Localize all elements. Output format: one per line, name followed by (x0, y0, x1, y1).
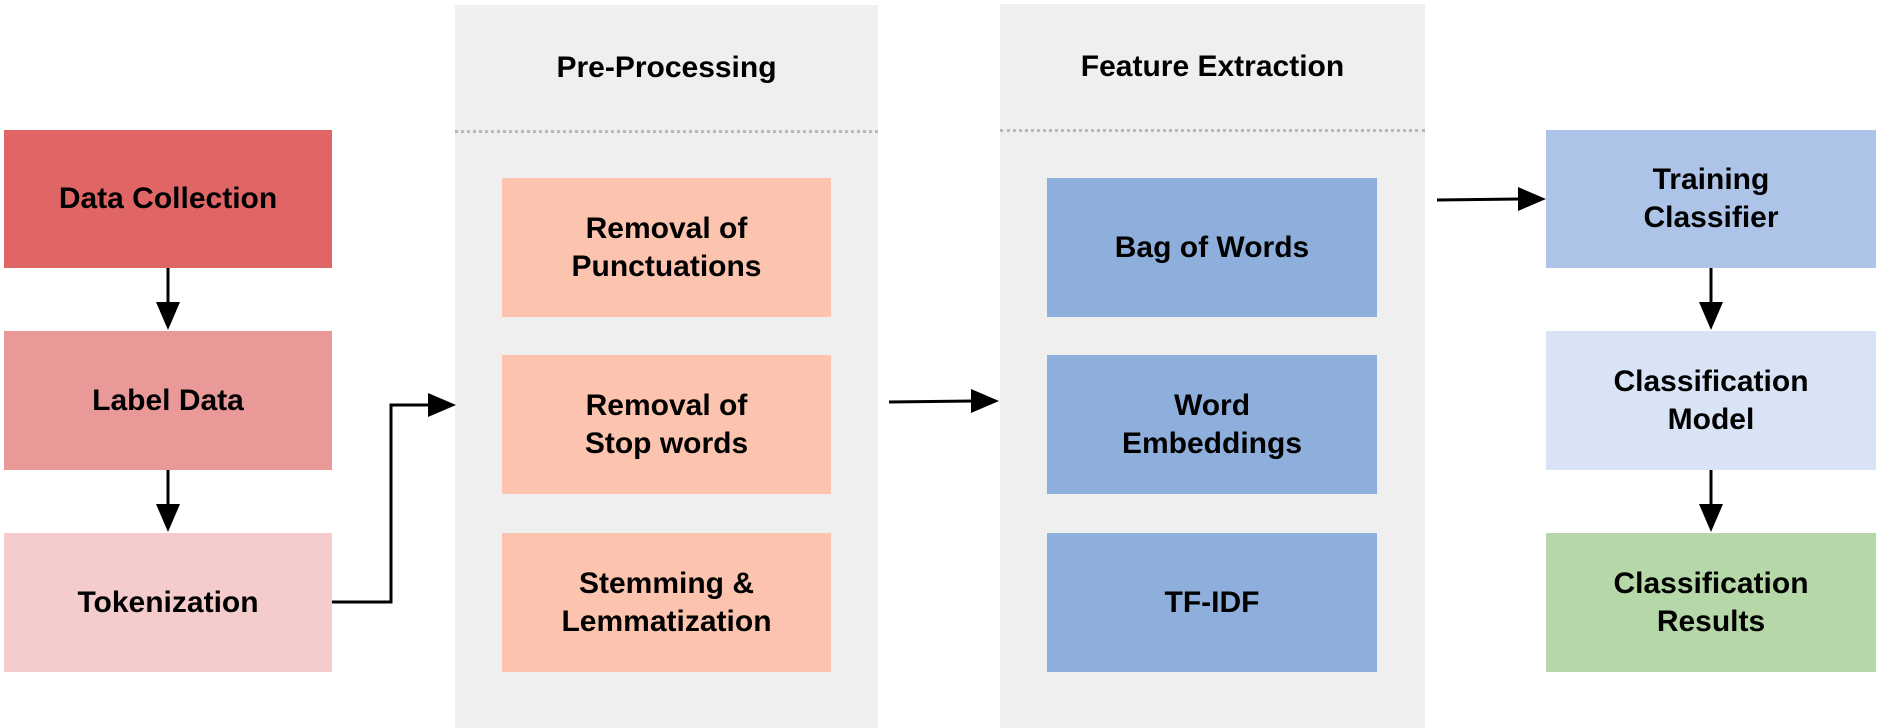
data-collection-box: Data Collection (4, 130, 332, 268)
word-embeddings-box: Word Embeddings (1047, 355, 1377, 494)
arrow-tokenization-to-preprocessing (332, 393, 456, 604)
training-classifier-box: Training Classifier (1546, 130, 1876, 268)
stemming-lemmatization-label: Stemming & Lemmatization (561, 566, 772, 638)
arrow-model-to-results (1699, 470, 1723, 532)
tf-idf-box: TF-IDF (1047, 533, 1377, 672)
preprocessing-title: Pre-Processing (455, 5, 878, 133)
bag-of-words-box: Bag of Words (1047, 178, 1377, 317)
classification-results-box: Classification Results (1546, 533, 1876, 672)
arrow-feature-to-training (1436, 187, 1546, 211)
tf-idf-label: TF-IDF (1164, 585, 1260, 619)
arrow-training-to-model (1699, 268, 1723, 330)
feature-extraction-title: Feature Extraction (1000, 4, 1425, 132)
data-collection-label: Data Collection (58, 182, 278, 215)
training-classifier-label: Training Classifier (1643, 163, 1779, 234)
removal-of-stop-words-box: Removal of Stop words (502, 355, 831, 494)
stemming-lemmatization-box: Stemming & Lemmatization (502, 533, 831, 672)
word-embeddings-label: Word Embeddings (1121, 388, 1302, 460)
classification-results-label: Classification Results (1613, 566, 1809, 638)
arrow-preprocessing-to-feature (888, 389, 999, 413)
label-data-box: Label Data (4, 331, 332, 470)
label-data-label: Label Data (92, 383, 244, 417)
tokenization-box: Tokenization (4, 533, 332, 672)
classification-model-box: Classification Model (1546, 331, 1876, 470)
removal-of-punctuations-box: Removal of Punctuations (502, 178, 831, 317)
removal-of-punctuations-label: Removal of Punctuations (571, 211, 762, 283)
arrow-collection-to-label (156, 268, 180, 330)
arrow-label-to-tokenization (156, 470, 180, 532)
tokenization-label: Tokenization (77, 585, 259, 619)
bag-of-words-label: Bag of Words (1114, 230, 1310, 264)
removal-of-stop-words-label: Removal of Stop words (584, 388, 749, 460)
classification-model-label: Classification Model (1613, 364, 1809, 436)
